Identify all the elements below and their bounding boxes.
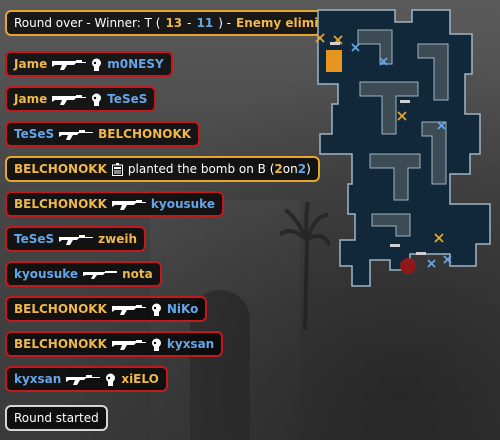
bomb-t-count: 2 bbox=[274, 162, 283, 176]
round-started-text: Round started bbox=[14, 411, 99, 425]
rifle-icon bbox=[59, 233, 94, 245]
kill-entry: BELCHONOKK kyousuke bbox=[5, 191, 224, 217]
headshot-icon bbox=[91, 93, 102, 106]
rifle-icon bbox=[66, 373, 101, 385]
score-dash: - bbox=[187, 16, 192, 30]
bomb-on-word: on bbox=[282, 162, 298, 176]
kill-entry: TeSeS zweih bbox=[5, 226, 147, 252]
rifle-icon bbox=[111, 198, 146, 210]
headshot-icon bbox=[91, 58, 102, 71]
c4-bomb-icon bbox=[111, 162, 123, 176]
map-walls bbox=[357, 29, 449, 237]
killer-name: TeSeS bbox=[14, 232, 55, 246]
rifle-icon bbox=[83, 268, 118, 280]
kill-entry: BELCHONOKK kyxsan bbox=[5, 331, 224, 357]
victim-name: kyousuke bbox=[150, 197, 215, 211]
rifle-icon bbox=[59, 128, 94, 140]
killer-name: Jame bbox=[14, 57, 48, 71]
kill-entry: TeSeS BELCHONOKK bbox=[5, 121, 201, 147]
bomb-location-marker bbox=[400, 258, 416, 274]
score-t: 13 bbox=[165, 16, 183, 30]
map-layout bbox=[317, 9, 491, 287]
rifle-icon bbox=[111, 303, 146, 315]
victim-name: nota bbox=[122, 267, 153, 281]
bomb-planted-notice: BELCHONOKK planted the bomb on B (2on2) bbox=[5, 156, 320, 182]
kill-entry: Jame TeSeS bbox=[5, 86, 157, 112]
victim-name: m0NESY bbox=[107, 57, 164, 71]
score-ct: 11 bbox=[196, 16, 214, 30]
planter-name: BELCHONOKK bbox=[14, 162, 107, 176]
bomb-planted-text: planted the bomb on B ( bbox=[127, 162, 275, 176]
killer-name: kyousuke bbox=[14, 267, 79, 281]
killer-name: BELCHONOKK bbox=[14, 197, 107, 211]
kill-entry: kyousuke nota bbox=[5, 261, 162, 287]
dead-ct-markers bbox=[351, 43, 452, 268]
headshot-icon bbox=[151, 303, 162, 316]
kill-entry: BELCHONOKK NiKo bbox=[5, 296, 208, 322]
radar-minimap[interactable] bbox=[300, 4, 500, 294]
victim-name: zweih bbox=[98, 232, 138, 246]
kill-entry: Jame m0NESY bbox=[5, 51, 173, 77]
rifle-icon bbox=[52, 58, 87, 70]
headshot-icon bbox=[151, 338, 162, 351]
killer-name: kyxsan bbox=[14, 372, 62, 386]
headshot-icon bbox=[105, 373, 116, 386]
round-started-notice: Round started bbox=[5, 405, 108, 431]
killer-name: BELCHONOKK bbox=[14, 337, 107, 351]
rifle-icon bbox=[52, 93, 87, 105]
victim-name: BELCHONOKK bbox=[98, 127, 192, 141]
killer-name: BELCHONOKK bbox=[14, 302, 107, 316]
victim-name: xiELO bbox=[121, 372, 159, 386]
rifle-icon bbox=[111, 338, 146, 350]
round-over-prefix: Round over - Winner: T ( bbox=[14, 16, 161, 30]
kill-entry: kyxsan xiELO bbox=[5, 366, 168, 392]
victim-name: TeSeS bbox=[107, 92, 148, 106]
killer-name: Jame bbox=[14, 92, 48, 106]
bomb-ct-count: 2 bbox=[297, 162, 307, 176]
bomb-close-paren: ) bbox=[306, 162, 311, 176]
bombsite-marker bbox=[326, 50, 342, 72]
background-palm-tree bbox=[280, 201, 330, 330]
killer-name: TeSeS bbox=[14, 127, 55, 141]
round-over-suffix: ) - bbox=[218, 16, 232, 30]
victim-name: kyxsan bbox=[166, 337, 215, 351]
dropped-weapons bbox=[330, 42, 426, 255]
victim-name: NiKo bbox=[166, 302, 199, 316]
